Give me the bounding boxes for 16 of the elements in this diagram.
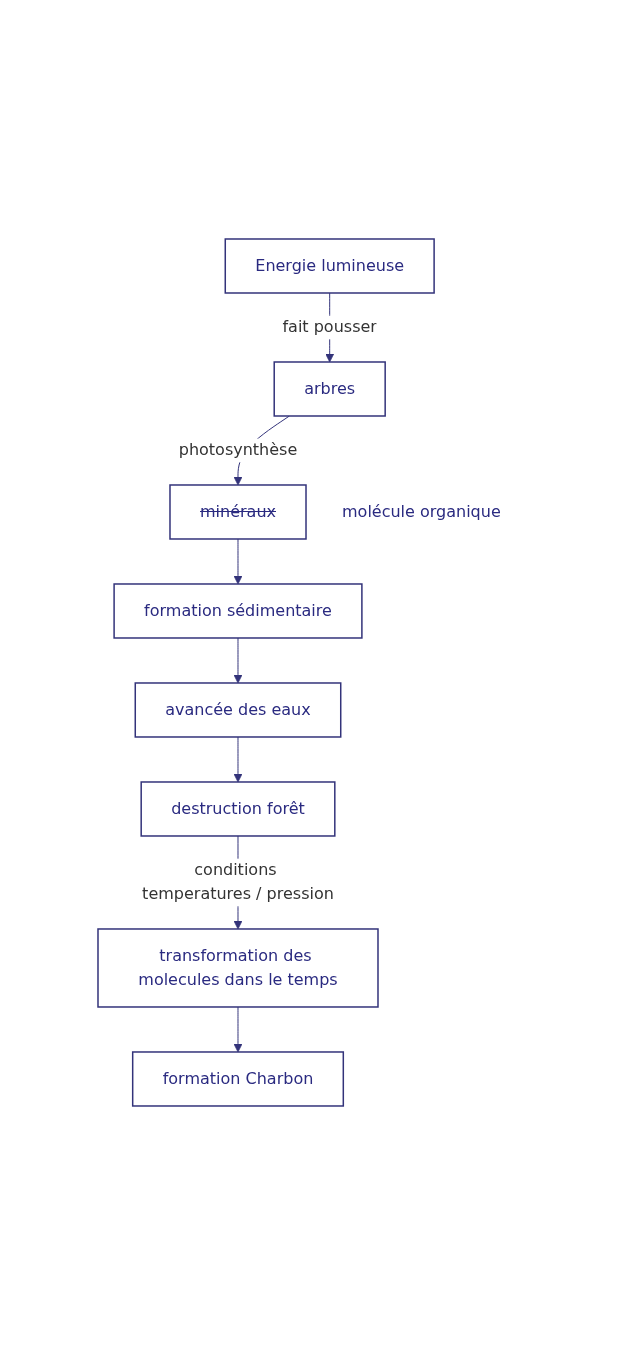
node-box: arbres	[273, 361, 386, 417]
node-box: formation Charbon	[131, 1051, 344, 1107]
node-box: avancée des eaux	[134, 682, 342, 738]
node-box: destruction forêt	[140, 781, 336, 837]
node-label: molécule organique	[341, 502, 501, 521]
node-box: Energie lumineuse	[224, 238, 435, 294]
edge-label: fait pousser	[282, 317, 377, 337]
arrow	[233, 1006, 242, 1053]
edge-label: conditions temperatures / pression	[141, 860, 334, 904]
node-box: transformation des molecules dans le temps	[96, 928, 379, 1008]
arrow	[233, 736, 242, 783]
arrow	[233, 538, 242, 585]
node-box: minéraux	[168, 484, 307, 540]
node-box: formation sédimentaire	[113, 583, 363, 639]
edge-label: photosynthèse	[178, 440, 297, 460]
arrow	[233, 637, 242, 684]
